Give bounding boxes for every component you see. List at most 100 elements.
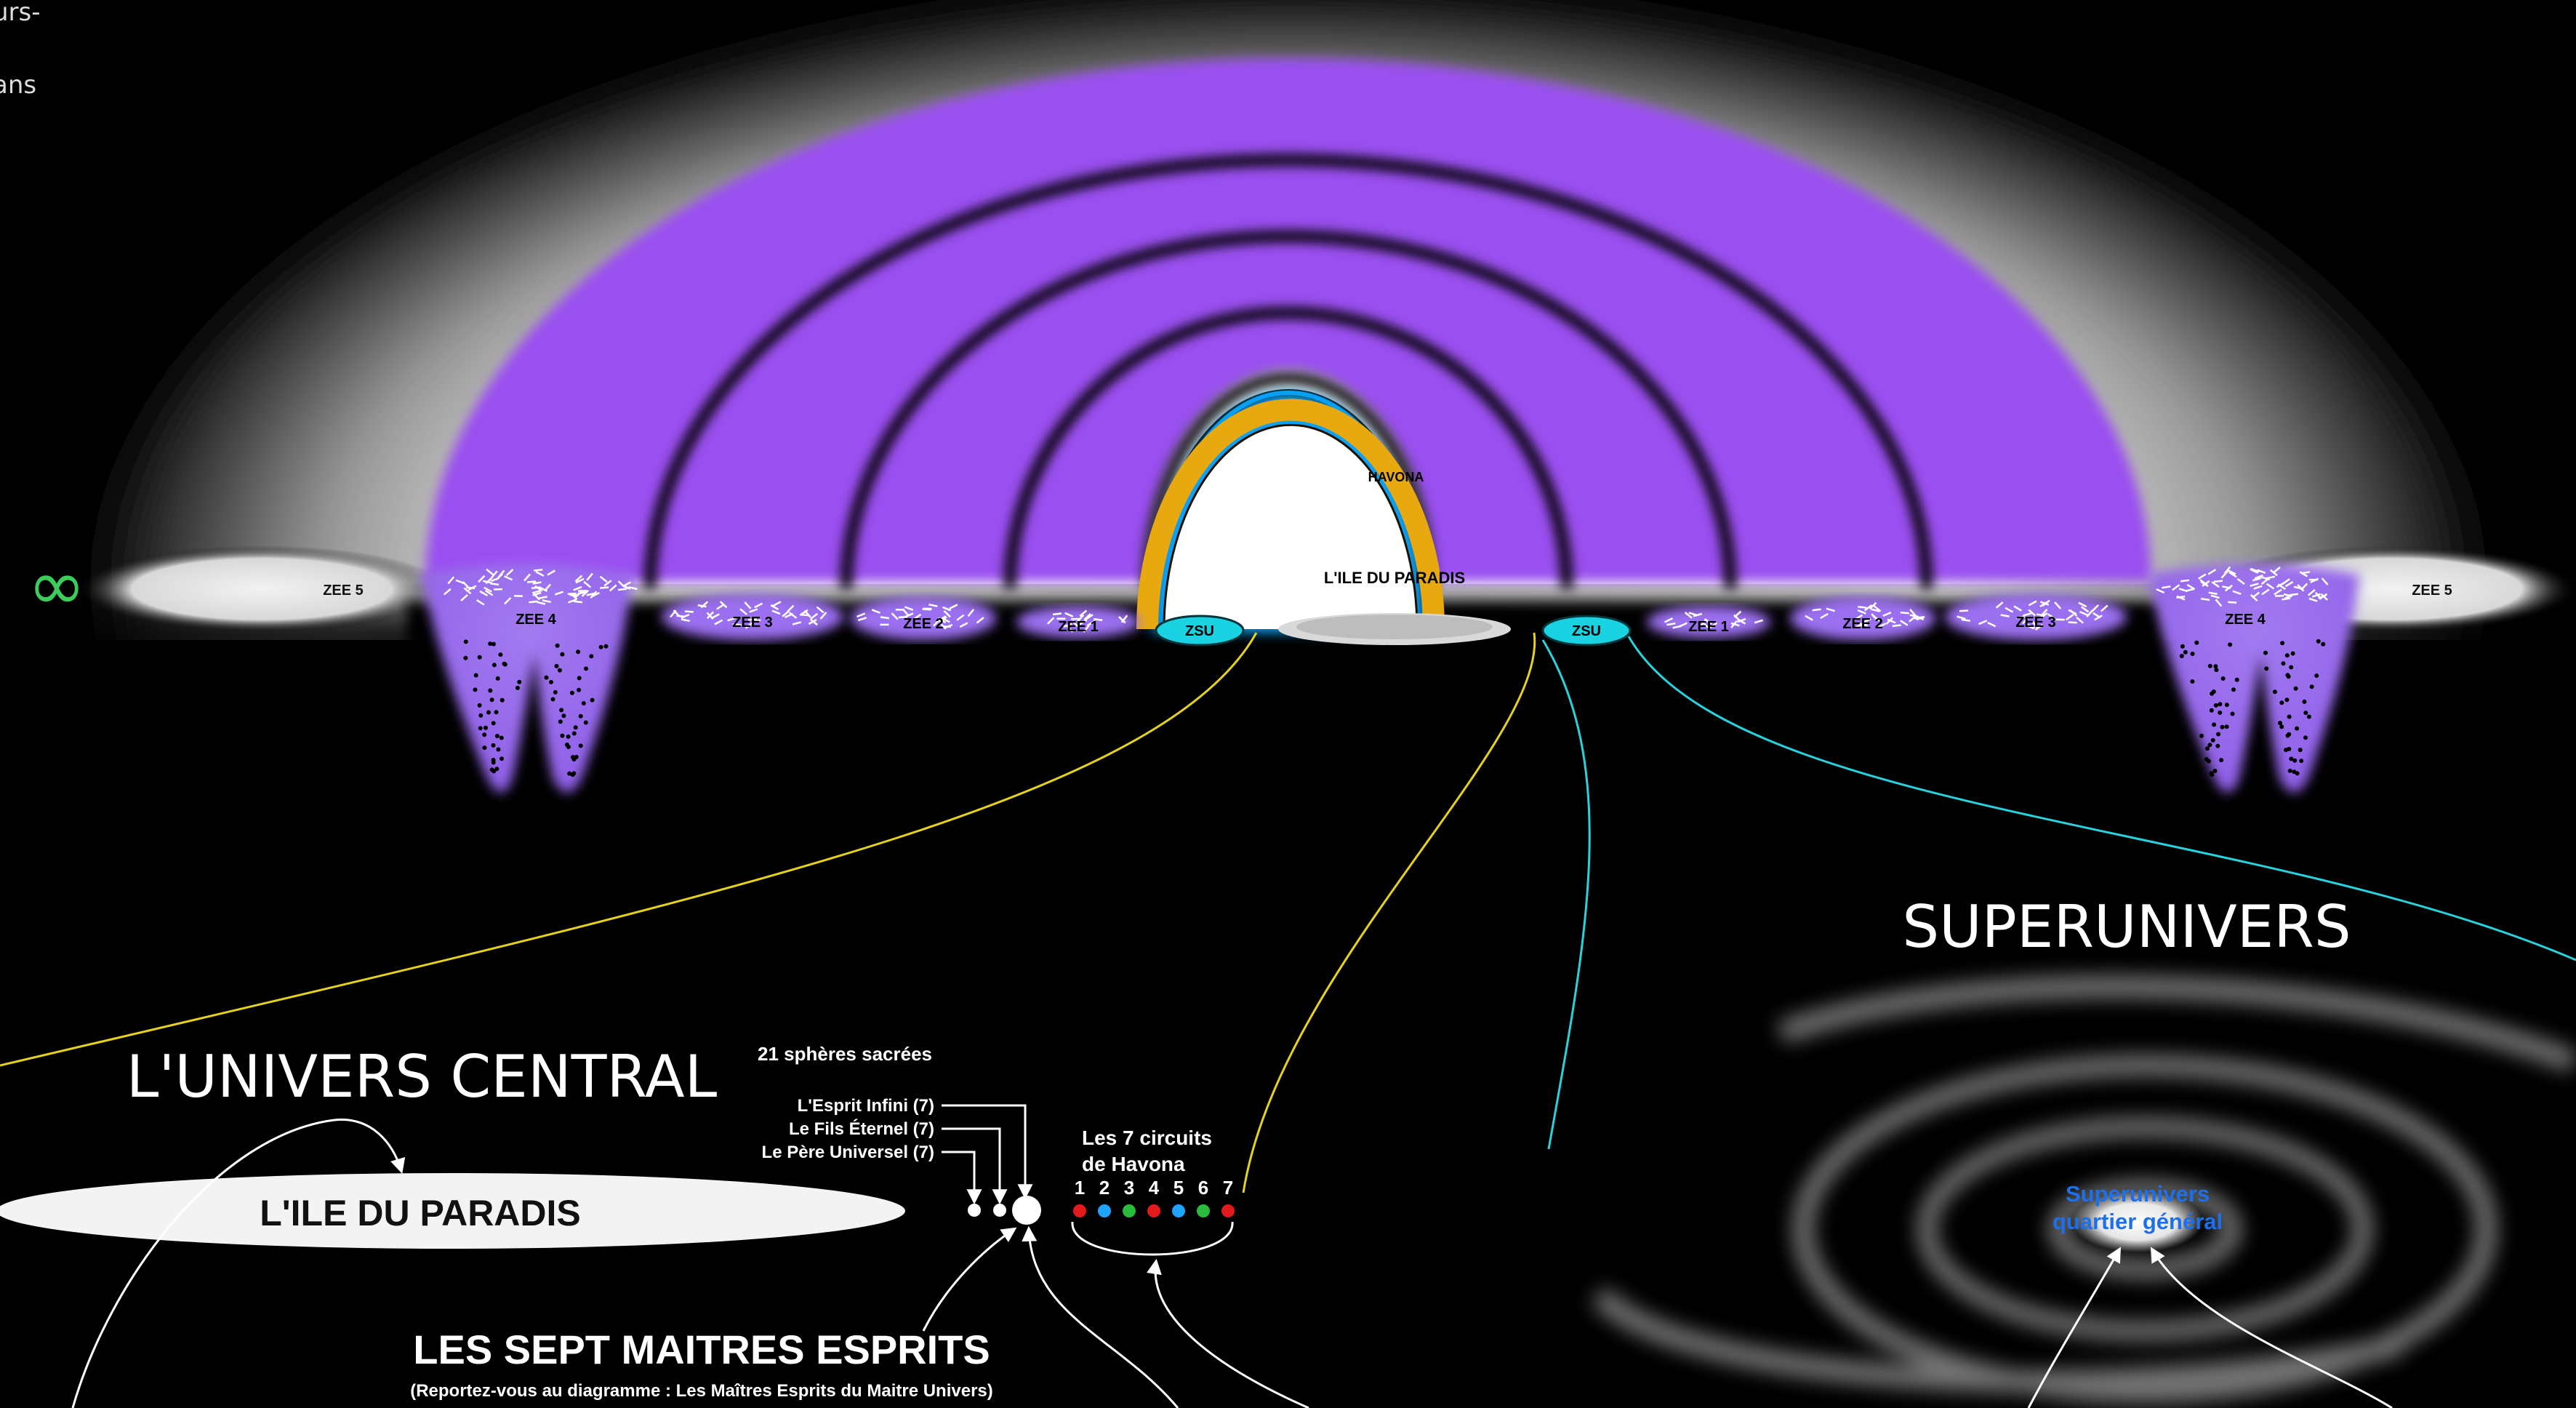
zee-dash [2297, 584, 2305, 592]
lobe-dot [555, 643, 560, 648]
zee-dash [1995, 601, 2004, 609]
corner-text-2: ans [0, 71, 36, 100]
lower-arrows [922, 1225, 1309, 1408]
zee-dash [1047, 617, 1055, 625]
zee-dash [2039, 612, 2048, 619]
zee-dash [1859, 622, 1869, 627]
yellow-line-right [1242, 632, 1536, 1193]
zee-dash [2266, 583, 2275, 590]
lobe-dot [491, 641, 496, 647]
lobe-dot [482, 732, 487, 737]
zee-dash [2066, 614, 2074, 621]
zee-dash [486, 568, 494, 576]
lobe-dot [2295, 726, 2300, 731]
spiral-galaxy [1591, 975, 2576, 1403]
lobe-dot [2207, 759, 2211, 764]
zee-dash [505, 569, 514, 577]
zee-dash [697, 604, 707, 608]
circuit-dot-3 [1123, 1204, 1136, 1217]
lobe-dot [558, 719, 563, 724]
zee-dash [2250, 567, 2260, 573]
lobe-dot [2279, 724, 2284, 729]
zee-dash [2023, 612, 2032, 617]
lobe-dot [2303, 711, 2308, 716]
zee-dash [1882, 611, 1892, 617]
lobe-dot [576, 649, 581, 655]
zee-dash [959, 622, 968, 628]
zee-dash [2257, 569, 2266, 574]
lobe-dot [473, 687, 478, 692]
zee-dash [2042, 599, 2050, 607]
zee-dash [443, 588, 452, 596]
zee-dash [479, 590, 489, 596]
paradise-dome-edge [1163, 423, 1419, 630]
zee-dash [504, 575, 513, 581]
zee-dash [1120, 615, 1128, 623]
zee-dash [583, 580, 592, 588]
lobe-dot [577, 687, 582, 692]
zee-dash [2282, 578, 2290, 585]
zee-dash [856, 612, 866, 618]
lobe-dot [2211, 689, 2216, 694]
lobe-dot [2278, 721, 2282, 726]
circuit-number-2: 2 [1099, 1177, 1110, 1199]
zee-dash [2094, 615, 2103, 621]
lobe-dot [578, 743, 583, 748]
zee-dash [2215, 599, 2223, 607]
zee-dash [956, 614, 965, 621]
lobe-dot [566, 734, 571, 739]
zee-dash [1678, 622, 1688, 628]
zee-dash [2005, 607, 2014, 613]
zee-dash [1909, 614, 1919, 618]
zee-dash [752, 619, 761, 623]
zee-dash [681, 618, 690, 623]
lobe-dot [2216, 732, 2220, 737]
lobe-dot [560, 733, 565, 738]
zee-dash [714, 619, 723, 625]
zee-dash [716, 603, 725, 610]
zsu-right [1541, 615, 1632, 647]
lobe-dot [499, 697, 505, 703]
zee-dash [2208, 591, 2218, 596]
zee-dash [2272, 567, 2281, 574]
zee3-left-label: ZEE 3 [732, 615, 773, 631]
zee-dash [573, 600, 583, 604]
lobe-dot [2190, 679, 2195, 684]
zee-dash [1733, 614, 1741, 622]
lobe-dot [2199, 733, 2204, 738]
zee-dash [2162, 585, 2171, 589]
zee-dash [2086, 609, 2094, 617]
lobe-dot [494, 710, 499, 715]
zee4-left-lobes [422, 564, 633, 793]
zee-dash [1961, 618, 1970, 622]
zee-dash [2284, 580, 2294, 588]
zee-labels: ZEE 5 ZEE 4 ZEE 3 ZEE 2 ZEE 1 ZSU ZSU ZE… [323, 583, 2452, 639]
zee-dash [538, 596, 547, 600]
zee-dash [573, 585, 582, 591]
zee-dash [1083, 624, 1090, 633]
zee-dash [617, 588, 627, 591]
zee-dash [483, 586, 492, 593]
zee-dash [2299, 571, 2308, 577]
paradise-inner-label: L'ILE DU PARADIS [1324, 569, 1465, 587]
zee-dash [2091, 604, 2099, 612]
lobe-dot [2179, 654, 2184, 658]
hq-arrows [2027, 1247, 2393, 1408]
lobe-dot [489, 697, 494, 703]
lobe-dot [2218, 702, 2223, 707]
zee-dash [2321, 577, 2329, 585]
lobe-dot [2306, 714, 2311, 719]
circuit-number-6: 6 [1198, 1177, 1208, 1199]
zee-dash [484, 590, 494, 596]
lobe-dot [553, 689, 558, 695]
spheres-list: L'Esprit Infini (7) Le Fils Éternel (7) … [762, 1096, 934, 1162]
zee-dash [810, 612, 819, 620]
lobe-dot [517, 679, 522, 684]
zee-dash [2289, 593, 2298, 596]
zee-dash [943, 610, 951, 618]
zee-dash [891, 612, 899, 620]
sphere-universal-father: Le Père Universel (7) [762, 1143, 934, 1162]
zee-dash [529, 600, 538, 604]
zee-dash [681, 613, 690, 619]
lobe-dot [2284, 653, 2290, 658]
